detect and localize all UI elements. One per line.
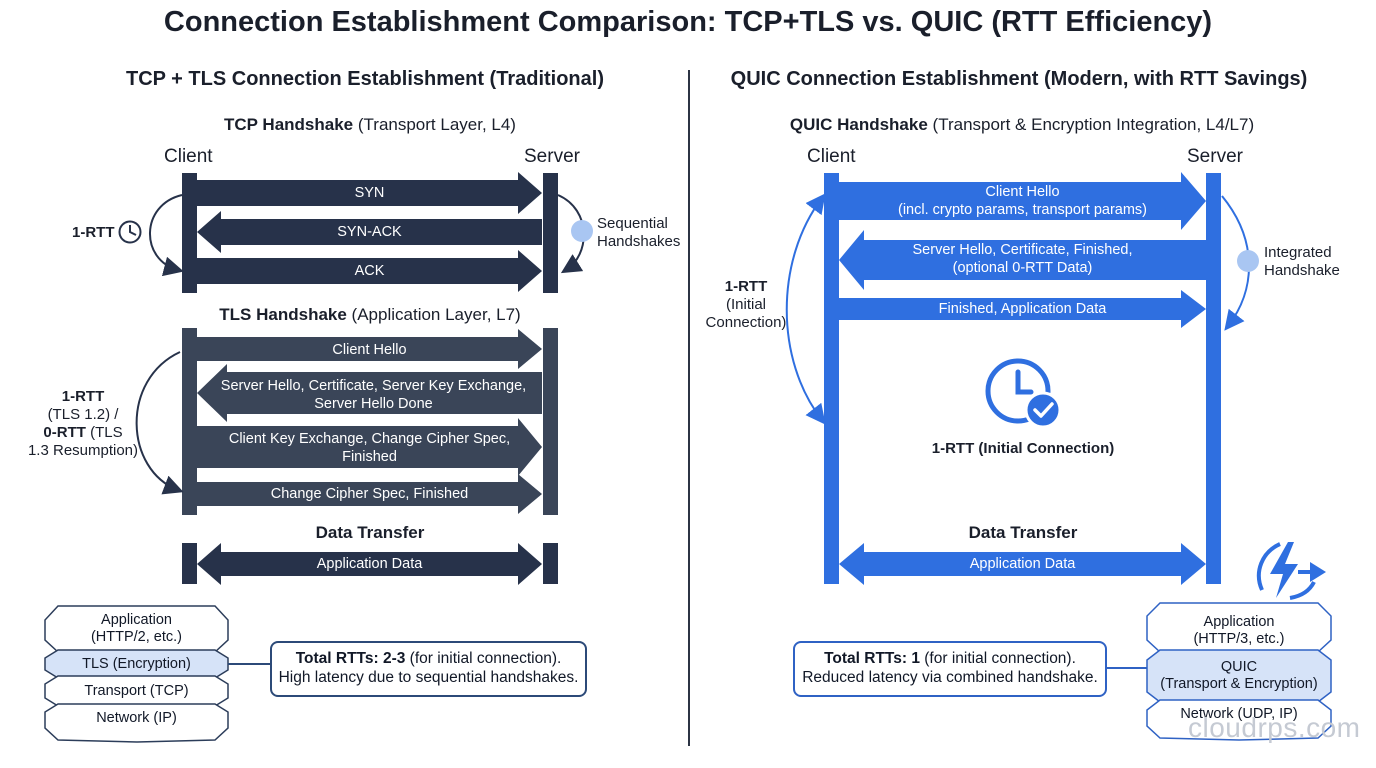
- data-arrow-left: [197, 543, 542, 585]
- tls-arrow-server-hello: [197, 364, 542, 422]
- tls-rtt-label: 1-RTT (TLS 1.2) / 0-RTT (TLS 1.3 Resumpt…: [27, 388, 139, 459]
- tls-arrow-client-key: [197, 418, 542, 476]
- quic-handshake-title: QUIC Handshake (Transport & Encryption I…: [789, 115, 1255, 134]
- quic-client-lifeline: [824, 173, 839, 584]
- tls-client-lifeline: [182, 328, 197, 515]
- sequential-dot: [571, 220, 593, 242]
- quic-rtt-label: 1-RTT (Initial Connection): [705, 278, 787, 331]
- quic-arrow-client-hello: [839, 172, 1206, 230]
- tcp-server-lifeline: [543, 173, 558, 293]
- right-protocol-stack: [1146, 602, 1332, 741]
- tcp-client-lifeline: [182, 173, 197, 293]
- tcp-rtt-curve: [149, 194, 184, 277]
- watermark: cloudrps.com: [1188, 712, 1361, 743]
- tcp-rtt-label: 1-RTT: [72, 224, 115, 241]
- right-stack-application: Application(HTTP/3, etc.): [1193, 614, 1285, 647]
- lightning-arrow-icon: [1256, 542, 1326, 600]
- left-stack-tls: TLS (Encryption): [82, 656, 191, 672]
- data-server-lifeline: [543, 543, 558, 584]
- tls-server-lifeline: [543, 328, 558, 515]
- left-heading: TCP + TLS Connection Establishment (Trad…: [125, 68, 604, 90]
- left-stack-network: Network (IP): [96, 710, 177, 726]
- column-divider: [688, 70, 690, 746]
- quic-arrow-server-hello: [839, 230, 1206, 290]
- right-data-transfer-title: Data Transfer: [968, 523, 1078, 542]
- clock-icon: [118, 220, 142, 244]
- clock-check-icon: [985, 358, 1062, 429]
- left-stack-application: Application(HTTP/2, etc.): [90, 612, 183, 645]
- tcp-arrow-ack: [197, 250, 542, 292]
- left-protocol-stack: [44, 605, 229, 743]
- tls-arrow-change-cipher: [197, 474, 542, 514]
- left-data-transfer-title: Data Transfer: [315, 523, 425, 542]
- right-heading: QUIC Connection Establishment (Modern, w…: [730, 68, 1308, 90]
- left-total-rtt-box: Total RTTs: 2-3 (for initial connection)…: [270, 641, 587, 697]
- tcp-arrow-syn: [197, 172, 542, 214]
- quic-server-lifeline: [1206, 173, 1221, 584]
- tls-arrow-client-hello: [197, 329, 542, 369]
- left-client-label: Client: [164, 146, 213, 167]
- integrated-dot: [1237, 250, 1259, 272]
- tcp-arrow-synack: [197, 211, 542, 253]
- tls-handshake-title: TLS Handshake (Application Layer, L7): [219, 305, 521, 324]
- left-server-label: Server: [524, 146, 580, 167]
- data-client-lifeline: [182, 543, 197, 584]
- quic-arrow-finished: [839, 290, 1206, 328]
- tcp-handshake-title: TCP Handshake (Transport Layer, L4): [224, 115, 516, 134]
- right-stack-quic: QUIC(Transport & Encryption): [1160, 659, 1318, 692]
- quic-rtt-curve: [785, 193, 826, 425]
- quic-data-arrow: [839, 543, 1206, 585]
- right-client-label: Client: [807, 146, 856, 167]
- main-title: Connection Establishment Comparison: TCP…: [163, 6, 1213, 38]
- right-server-label: Server: [1187, 146, 1243, 167]
- right-total-rtt-box: Total RTTs: 1 (for initial connection). …: [793, 641, 1107, 697]
- right-stack-network: Network (UDP, IP): [1180, 706, 1298, 722]
- quic-center-rtt-label: 1-RTT (Initial Connection): [931, 440, 1115, 457]
- tls-rtt-curve: [135, 351, 184, 495]
- left-stack-transport: Transport (TCP): [84, 683, 189, 699]
